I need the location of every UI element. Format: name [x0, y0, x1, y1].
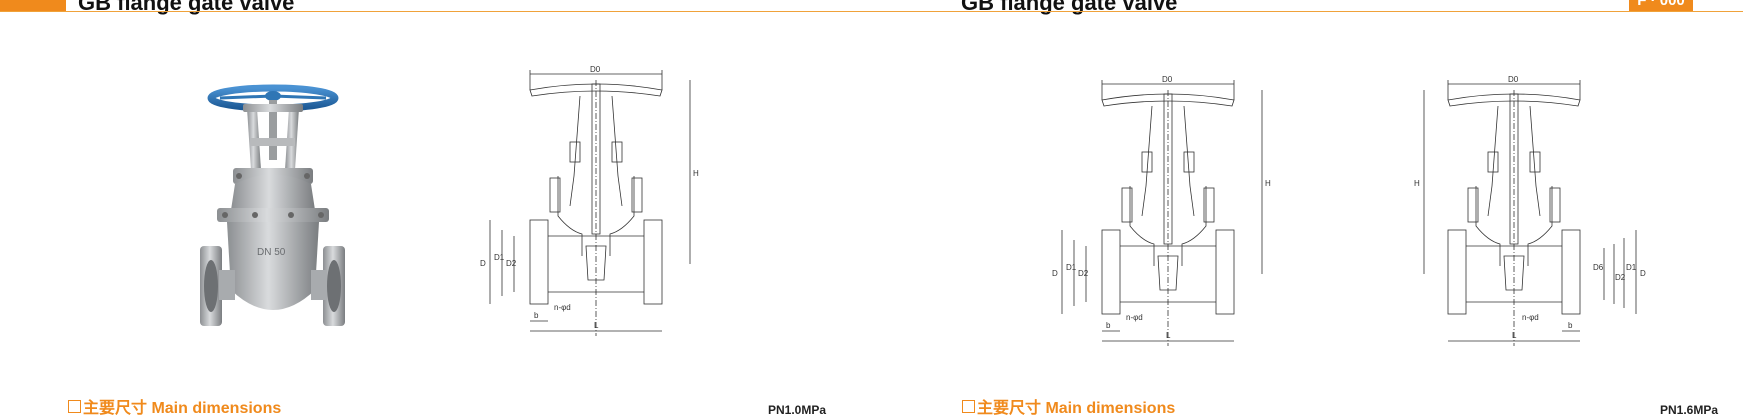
dim-label-b: b [1106, 321, 1111, 330]
header-title-left: GB flange gate valve [78, 0, 295, 15]
dim-label-l: L [594, 321, 599, 330]
dim-label-bolt: n-φd [1522, 313, 1539, 322]
dim-label-bolt: n-φd [554, 303, 571, 312]
technical-drawing-2: D0 H D D1 D2 n-φd b L [1052, 76, 1271, 346]
dim-label-l: L [1166, 331, 1171, 340]
dim-label-l: L [1512, 331, 1517, 340]
dim-label-h: H [693, 169, 699, 178]
dim-label-d2: D2 [1078, 269, 1089, 278]
dim-label-d2: D2 [506, 259, 517, 268]
dim-label-d6: D6 [1593, 263, 1604, 272]
dim-label-d0: D0 [1162, 76, 1173, 84]
checkbox-square-icon [68, 400, 81, 413]
header-title-right: GB flange gate valve [961, 0, 1178, 15]
dim-label-h: H [1265, 179, 1271, 188]
checkbox-square-icon [962, 400, 975, 413]
section-title-text: 主要尺寸 Main dimensions [83, 400, 282, 417]
technical-drawing-1: D0 H D D1 D2 n-φd b L [480, 66, 699, 336]
pressure-rating-right: PN1.6MPa [1660, 403, 1719, 417]
pressure-rating-left: PN1.0MPa [768, 403, 827, 417]
dim-label-d2: D2 [1615, 273, 1626, 282]
page-number: F · 000 [1637, 0, 1685, 9]
header-rule [0, 11, 1743, 12]
dim-label-h: H [1414, 179, 1420, 188]
dim-label-d0: D0 [590, 66, 601, 74]
section-title-text: 主要尺寸 Main dimensions [977, 400, 1176, 417]
header-left-tab [0, 0, 66, 12]
dim-label-b: b [534, 311, 539, 320]
valve-photo: DN 50 [200, 84, 345, 326]
dim-label-b: b [1568, 321, 1573, 330]
section-title-main-dimensions-left: 主要尺寸 Main dimensions [68, 400, 281, 417]
section-title-main-dimensions-right: 主要尺寸 Main dimensions [962, 400, 1175, 417]
technical-drawing-3: D0 H D D1 D2 D6 n-φd b L [1414, 76, 1646, 346]
dim-label-d1: D1 [1626, 263, 1637, 272]
dim-label-d: D [480, 259, 486, 268]
dim-label-d: D [1052, 269, 1058, 278]
page-header: GB flange gate valve GB flange gate valv… [0, 0, 1743, 14]
header-right-tab [1629, 0, 1693, 12]
dim-label-bolt: n-φd [1126, 313, 1143, 322]
body-marking: DN 50 [257, 247, 286, 258]
dim-label-d1: D1 [1066, 263, 1077, 272]
dim-label-d1: D1 [494, 253, 505, 262]
dim-label-d: D [1640, 269, 1646, 278]
dim-label-d0: D0 [1508, 76, 1519, 84]
